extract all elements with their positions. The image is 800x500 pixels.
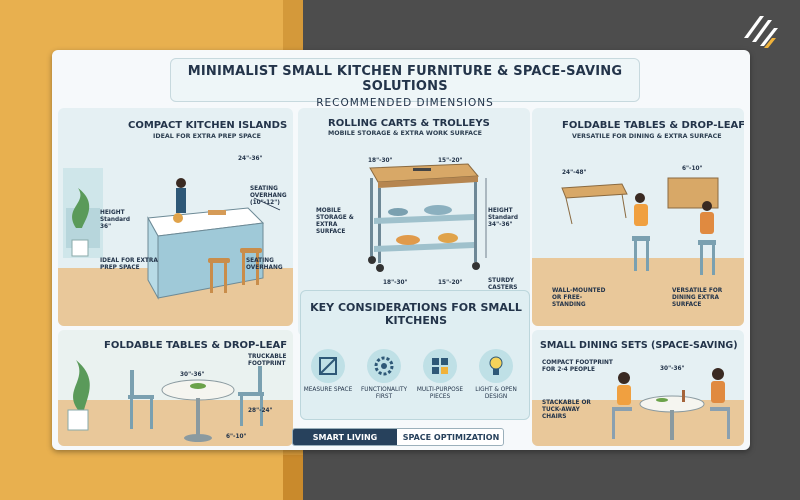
consideration-label: FUNCTIONALITY FIRST [360,387,408,400]
dim-b-label: 28"-24" [248,408,273,414]
trackable-label: TRUCKABLE FOOTPRINT [248,354,287,367]
ruler-icon [311,349,345,383]
panel-title: COMPACT KITCHEN ISLANDS [128,120,288,131]
infographic-card: MINIMALIST SMALL KITCHEN FURNITURE & SPA… [52,50,750,450]
drop-leaf-table-illustration-icon [67,360,264,442]
seating-label: SEATING OVERHANG [246,258,283,271]
wall-label: WALL-MOUNTED OR FREE-STANDING [552,288,606,308]
panel-title: FOLDABLE TABLES & DROP-LEAF [562,120,744,131]
dim-b-label: 6"-10" [682,166,703,172]
versatile-label: VERSATILE FOR DINING EXTRA SURFACE [672,288,723,308]
floor [532,400,744,446]
panel-foldable-drop-leaf: FOLDABLE TABLES & DROP-LEAF TRUCKABLE FO… [58,330,293,446]
mobile-label: MOBILE STORAGE & EXTRA SURFACE [316,208,354,235]
ideal-label: IDEAL FOR EXTRA PREP SPACE [100,258,158,271]
panel-subtitle: VERSATILE FOR DINING & EXTRA SURFACE [572,133,722,140]
consideration-label: LIGHT & OPEN DESIGN [475,387,517,400]
dim-c-label: 18"-30" [383,280,408,286]
footer-space-optimization: SPACE OPTIMIZATION [402,433,500,442]
compact-label: COMPACT FOOTPRINT FOR 2-4 PEOPLE [542,360,613,373]
gear-icon [367,349,401,383]
dim-a-label: 24"-48" [562,170,587,176]
panel-small-dining-sets: SMALL DINING SETS (SPACE-SAVING) COMPACT… [532,330,744,446]
lightbulb-icon [479,349,513,383]
considerations-list: MEASURE SPACE FUNCTIONALITY FIRST MULTI-… [304,349,521,409]
panel-foldable-tables: FOLDABLE TABLES & DROP-LEAF VERSATILE FO… [532,108,744,326]
page-title: MINIMALIST SMALL KITCHEN FURNITURE & SPA… [187,64,623,94]
dim-b-label: 15"-20" [438,158,463,164]
rolling-cart-illustration-icon [368,163,487,272]
dim-c-label: 6"-10" [226,434,247,440]
panel-title: ROLLING CARTS & TROLLEYS [328,118,490,129]
panel-subtitle: MOBILE STORAGE & EXTRA WORK SURFACE [328,130,482,137]
dim-a-label: 30"-36" [180,372,205,378]
stackable-label: STACKABLE OR TUCK-AWAY CHAIRS [542,400,591,420]
panel-title: FOLDABLE TABLES & DROP-LEAF [104,340,288,351]
arrows-icon [423,349,457,383]
panel-title: KEY CONSIDERATIONS FOR SMALL KITCHENS [310,301,522,327]
consideration-label: MULTI-PURPOSE PIECES [416,387,464,400]
footer-tagline: SMART LIVING SPACE OPTIMIZATION [292,428,504,446]
dim-a-label: 18"-30" [368,158,393,164]
floor [58,400,293,446]
dim-width-label: 24"-36" [238,156,263,162]
consideration-label: MEASURE SPACE [303,387,353,393]
background-gold-corner [283,455,303,500]
panel-subtitle: IDEAL FOR EXTRA PREP SPACE [153,133,261,140]
panel-key-considerations: KEY CONSIDERATIONS FOR SMALL KITCHENS ME… [300,290,530,420]
dim-d-label: 15"-20" [438,280,463,286]
infographic-header: MINIMALIST SMALL KITCHEN FURNITURE & SPA… [170,58,640,109]
seating-overhang-label: SEATING OVERHANG (10"-12") [250,186,287,206]
foldable-table-illustration-icon [561,177,719,275]
page-subtitle: RECOMMENDED DIMENSIONS [316,97,494,109]
dim-a-label: 30"-36" [660,366,685,372]
floor [532,258,744,326]
footer-smart-living: SMART LIVING [293,429,397,445]
dining-set-illustration-icon [612,368,730,440]
panel-title: SMALL DINING SETS (SPACE-SAVING) [540,340,738,351]
height-label: HEIGHT Standard 34"-36" [488,208,519,228]
brand-logo-icon [744,16,778,48]
kitchen-island-illustration-icon [63,168,281,300]
panel-kitchen-islands: COMPACT KITCHEN ISLANDS IDEAL FOR EXTRA … [58,108,293,326]
height-label: HEIGHT Standard 36" [100,210,131,230]
